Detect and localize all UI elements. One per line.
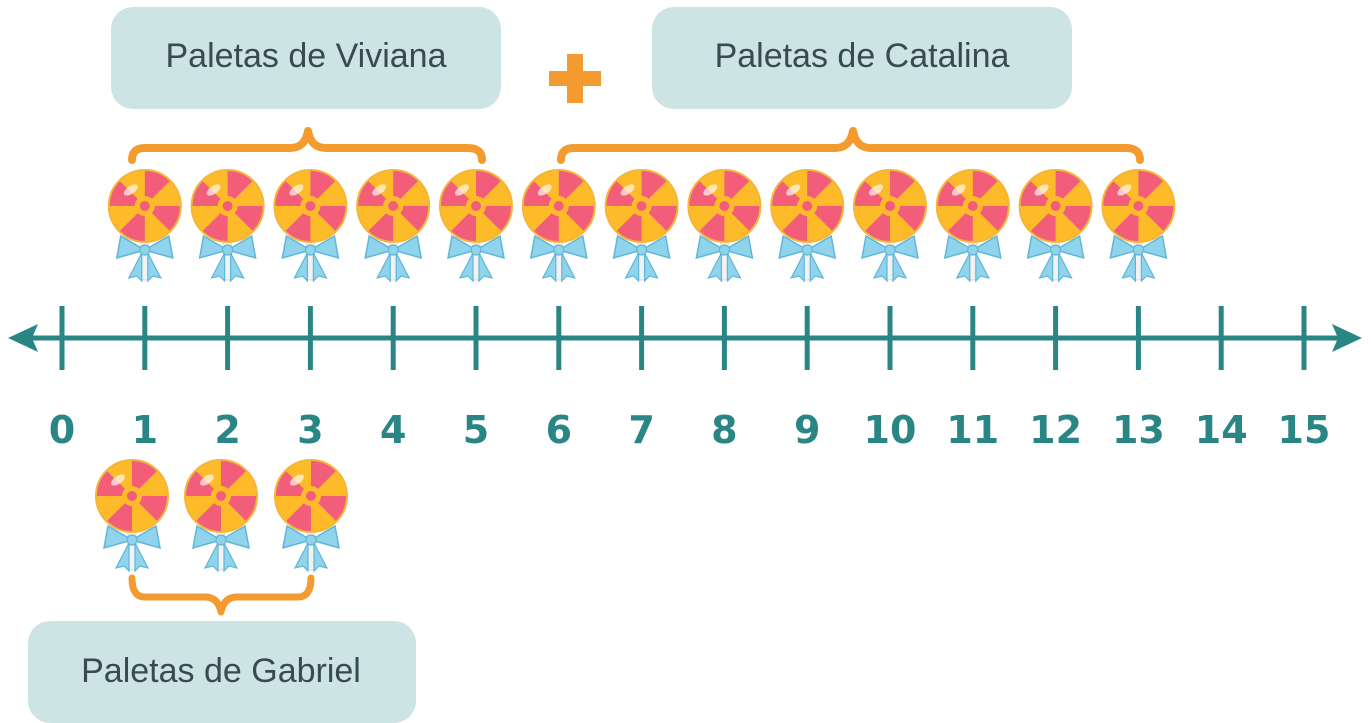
lollipop-icon	[521, 168, 596, 282]
tick-label-3: 3	[297, 408, 323, 452]
lollipop-icon	[107, 168, 182, 282]
gabriel-label: Paletas de Gabriel	[81, 652, 361, 690]
tick-label-4: 4	[380, 408, 406, 452]
right-arrow-icon	[1332, 324, 1362, 352]
lollipop-icon	[94, 458, 170, 572]
gabriel-lollipops	[94, 458, 349, 572]
lollipop-icon	[770, 168, 845, 282]
catalina-brace	[557, 127, 1144, 164]
lollipop-icon	[183, 458, 259, 572]
tick-label-11: 11	[946, 408, 999, 452]
tick-label-10: 10	[864, 408, 917, 452]
gabriel-label-box: Paletas de Gabriel	[28, 621, 416, 723]
lollipop-icon	[935, 168, 1010, 282]
tick-label-1: 1	[132, 408, 158, 452]
top-lollipops	[107, 168, 1176, 282]
lollipop-icon	[1018, 168, 1093, 282]
catalina-label-box: Paletas de Catalina	[652, 7, 1072, 109]
lollipop-icon	[273, 458, 349, 572]
tick-label-7: 7	[628, 408, 654, 452]
catalina-label: Paletas de Catalina	[715, 37, 1010, 75]
tick-label-14: 14	[1195, 408, 1248, 452]
tick-label-5: 5	[463, 408, 489, 452]
tick-label-9: 9	[794, 408, 820, 452]
viviana-label: Paletas de Viviana	[165, 37, 446, 75]
plus-icon	[549, 54, 601, 103]
lollipop-icon	[852, 168, 928, 282]
viviana-brace	[128, 127, 486, 164]
lollipop-icon	[356, 168, 431, 282]
tick-label-8: 8	[711, 408, 737, 452]
tick-marks	[59, 306, 1307, 370]
lollipop-icon	[604, 168, 679, 282]
lollipop-icon	[438, 168, 514, 282]
left-arrow-icon	[8, 324, 38, 352]
viviana-label-box: Paletas de Viviana	[111, 7, 501, 109]
tick-label-12: 12	[1029, 408, 1082, 452]
lollipop-icon	[687, 168, 762, 282]
gabriel-brace	[128, 574, 315, 616]
tick-label-6: 6	[546, 408, 572, 452]
lollipop-icon	[190, 168, 265, 282]
lollipop-icon	[1101, 168, 1176, 282]
lollipop-icon	[273, 168, 348, 282]
tick-label-15: 15	[1278, 408, 1331, 452]
tick-label-2: 2	[214, 408, 240, 452]
tick-label-13: 13	[1112, 408, 1165, 452]
tick-label-0: 0	[49, 408, 75, 452]
